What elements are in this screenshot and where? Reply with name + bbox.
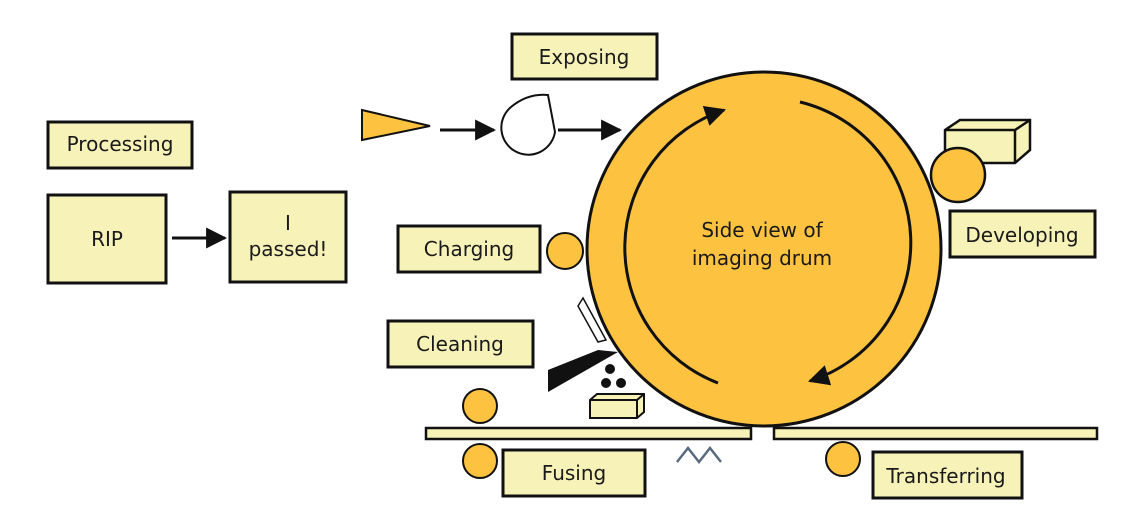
laser-source-icon (361, 108, 431, 142)
cleaning-box (386, 319, 535, 369)
developing-box (948, 209, 1097, 259)
transferring-box (871, 450, 1024, 500)
transfer-roller (825, 441, 861, 477)
cleaning-label: Cleaning (416, 332, 504, 356)
fusing-box (501, 448, 647, 498)
waste-toner-particle (601, 378, 611, 388)
waste-toner-particle (616, 378, 626, 388)
developer-roller (929, 146, 987, 204)
processing-box (46, 120, 194, 170)
drum-label-line1: Side view of (701, 218, 823, 242)
fuser-roller-bottom (462, 443, 498, 479)
charging-roller (546, 232, 584, 270)
waste-toner-bin (589, 393, 645, 419)
transferring-label: Transferring (885, 464, 1005, 488)
processing-label: Processing (67, 132, 174, 156)
cleaning-blade-holder (548, 350, 618, 392)
fusing-label: Fusing (542, 461, 606, 485)
fuser-roller-top (462, 388, 498, 424)
mirror-lens-icon (500, 93, 557, 156)
passed-box (228, 190, 348, 284)
imaging-drum (585, 70, 943, 428)
exposing-label: Exposing (539, 45, 630, 69)
passed-label-line2: passed! (249, 237, 328, 261)
drum-rotation-arrow-left (623, 106, 726, 385)
cleaning-blade (577, 296, 608, 343)
charging-label: Charging (424, 237, 514, 261)
rip-label: RIP (91, 227, 123, 251)
toner-cartridge-edge (945, 118, 1031, 163)
paper-path-right (772, 426, 1099, 441)
developing-label: Developing (965, 223, 1078, 247)
fuser-heater-icon (676, 445, 722, 465)
passed-label-line1: I (285, 211, 291, 235)
paper-path-left (424, 426, 753, 441)
rip-box (46, 193, 168, 285)
waste-toner-particle (605, 364, 615, 374)
charging-box (396, 224, 542, 274)
drum-label-line2: imaging drum (692, 246, 832, 270)
exposing-box (510, 32, 659, 81)
waste-toner-bin-edge (590, 393, 645, 418)
drum-rotation-arrow-right (799, 100, 913, 386)
